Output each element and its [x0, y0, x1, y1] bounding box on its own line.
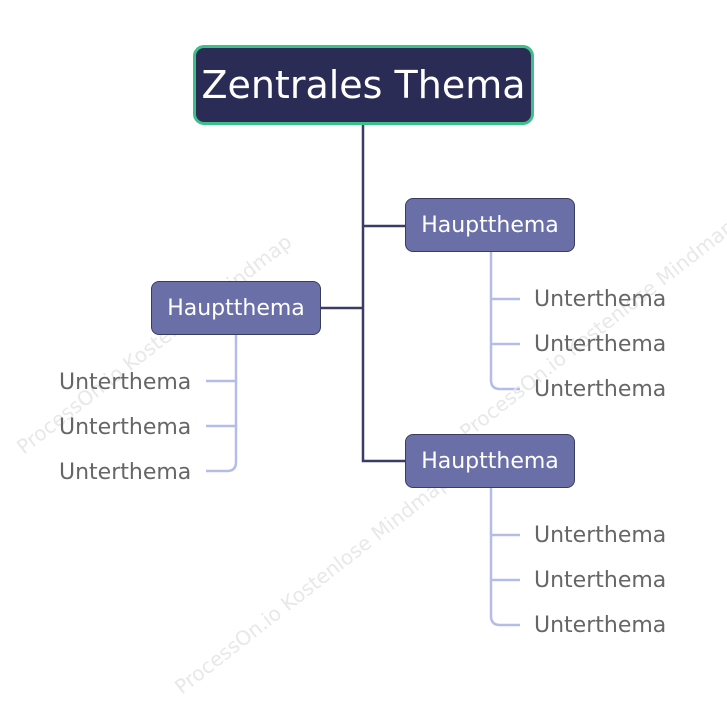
main-topic-node[interactable]: Hauptthema [151, 281, 321, 335]
branch-main-2 [206, 335, 238, 473]
branch-main-3 [489, 488, 520, 627]
main-topic-label: Hauptthema [421, 448, 559, 474]
main-topic-label: Hauptthema [421, 212, 559, 238]
subtopic-node[interactable]: Unterthema [534, 613, 667, 638]
subtopic-node[interactable]: Unterthema [534, 287, 667, 312]
subtopic-node[interactable]: Unterthema [534, 377, 667, 402]
subtopic-node[interactable]: Unterthema [59, 370, 192, 395]
trunk-line [361, 125, 405, 463]
subtopic-node[interactable]: Unterthema [534, 523, 667, 548]
main-topic-node[interactable]: Hauptthema [405, 198, 575, 252]
subtopic-node[interactable]: Unterthema [534, 332, 667, 357]
branch-main-1 [489, 252, 520, 391]
main-topic-label: Hauptthema [167, 295, 305, 321]
subtopic-node[interactable]: Unterthema [534, 568, 667, 593]
subtopic-node[interactable]: Unterthema [59, 460, 192, 485]
branch-connectors [206, 252, 520, 627]
subtopic-node[interactable]: Unterthema [59, 415, 192, 440]
central-topic-label: Zentrales Thema [201, 63, 526, 107]
main-topic-node[interactable]: Hauptthema [405, 434, 575, 488]
trunk-connectors [321, 125, 405, 463]
central-topic-node[interactable]: Zentrales Thema [193, 45, 534, 125]
